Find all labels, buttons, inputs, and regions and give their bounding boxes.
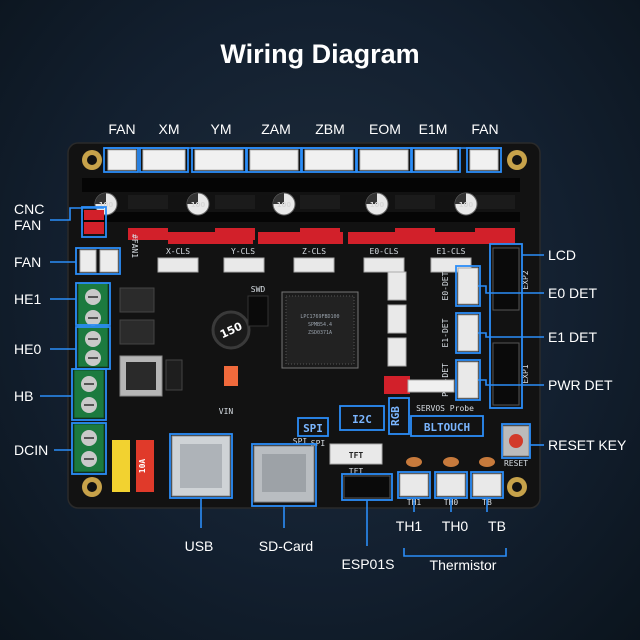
top-label-fan-2: FAN — [471, 121, 498, 137]
top-connectors — [107, 149, 499, 171]
top-label-eom: EOM — [369, 121, 401, 137]
capacitor-value: 100 — [99, 201, 114, 209]
exp1-silk: EXP1 — [521, 364, 530, 383]
left-fan-connectors: #FAN1 — [79, 234, 139, 273]
capacitor-value: 100 — [191, 201, 206, 209]
left-callouts: CNC FAN FAN HE1 HE0 HB DCIN — [14, 201, 121, 475]
top-label-ym: YM — [211, 121, 232, 137]
right-label-e1-det: E1 DET — [548, 329, 597, 345]
capacitor: 100 — [272, 192, 296, 216]
left-label-cnc: CNC — [14, 201, 44, 217]
mounting-holes — [82, 150, 527, 497]
right-label-reset-key: RESET KEY — [548, 437, 627, 453]
e0-det-silk: E0-DET — [441, 271, 450, 300]
left-label-cnc-fan: FAN — [14, 217, 41, 233]
top-label-e1m: E1M — [419, 121, 448, 137]
capacitor: 100 — [454, 192, 478, 216]
top-label-zbm: ZBM — [315, 121, 345, 137]
bottom-label-th0: TH0 — [442, 518, 469, 534]
left-label-he0: HE0 — [14, 341, 41, 357]
red-headers — [84, 210, 515, 244]
tft-small-silk: TFT — [349, 467, 364, 476]
driver-sockets — [82, 178, 520, 222]
swd-header: SWD — [247, 285, 269, 327]
left-label-hb: HB — [14, 388, 33, 404]
bottom-label-tb: TB — [488, 518, 506, 534]
bottom-label-esp01s: ESP01S — [342, 556, 395, 572]
capacitors: 100 100 100 100 100 — [94, 192, 478, 216]
top-callouts: FAN XM YM ZAM ZBM EOM E1M FAN — [103, 121, 502, 173]
i2c-label: I2C — [352, 413, 372, 426]
bottom-label-th1: TH1 — [396, 518, 423, 534]
swd-label: SWD — [251, 285, 266, 294]
misc-connectors — [224, 271, 455, 394]
sd-card-slot: SPI — [253, 437, 315, 503]
left-label-dcin: DCIN — [14, 442, 48, 458]
reset-button: RESET — [502, 425, 530, 468]
terminal-blocks — [73, 282, 109, 473]
inductor: 150 — [211, 310, 251, 350]
left-label-he1: HE1 — [14, 291, 41, 307]
spi-label: SPI — [303, 422, 323, 435]
exp2-silk: EXP2 — [521, 270, 530, 289]
fan1-silk: #FAN1 — [130, 234, 139, 258]
rgb-label: RGB — [389, 406, 402, 426]
bottom-label-sd-card: SD-Card — [259, 538, 313, 554]
interface-labels: SPI I2C RGB SERVOS Probe BLTOUCH TFT TFT… — [297, 397, 484, 476]
endstop-labels: X-CLS Y-CLS Z-CLS E0-CLS E1-CLS — [157, 247, 472, 273]
vin-silk: VIN — [219, 407, 234, 416]
det-connectors: E0-DET E1-DET PWR-DET — [441, 267, 479, 399]
capacitor: 100 — [365, 192, 389, 216]
bottom-label-usb: USB — [185, 538, 214, 554]
y-cls-label: Y-CLS — [231, 247, 255, 256]
e1-det-silk: E1-DET — [441, 318, 450, 347]
control-board: 100 100 100 100 100 — [67, 142, 541, 509]
top-label-xm: XM — [159, 121, 180, 137]
capacitor-value: 100 — [370, 201, 385, 209]
servos-probe-silk: SERVOS Probe — [416, 404, 474, 413]
right-label-lcd: LCD — [548, 247, 576, 263]
left-label-fan: FAN — [14, 254, 41, 270]
capacitor: 100 — [186, 192, 210, 216]
mcu-line-1: LPC1769FBD100 — [300, 314, 339, 320]
capacitor-value: 100 — [277, 201, 292, 209]
esp01s-header — [343, 475, 391, 499]
bottom-callouts: USB SD-Card ESP01S TH1 TH0 TB Thermistor — [169, 433, 507, 573]
z-cls-label: Z-CLS — [302, 247, 326, 256]
top-label-zam: ZAM — [261, 121, 291, 137]
right-callouts: LCD E0 DET E1 DET PWR DET RESET KEY — [455, 243, 627, 459]
usb-port — [171, 435, 231, 497]
reset-silk: RESET — [504, 459, 528, 468]
mcu-chip: LPC1769FBD100 SPMB54.4 ZSD0371A — [281, 291, 359, 369]
x-cls-label: X-CLS — [166, 247, 190, 256]
spi-sd-silk: SPI — [293, 437, 308, 446]
right-label-e0-det: E0 DET — [548, 285, 597, 301]
fuse-label: 10A — [138, 459, 147, 474]
e0-cls-label: E0-CLS — [370, 247, 399, 256]
fuses: 10A VIN — [112, 407, 233, 492]
mcu-line-3: ZSD0371A — [308, 330, 332, 336]
tft-label: TFT — [349, 451, 364, 460]
spi-small-silk: SPI — [311, 439, 326, 448]
mcu-line-2: SPMB54.4 — [308, 322, 332, 328]
power-components — [119, 287, 183, 397]
e1-cls-label: E1-CLS — [437, 247, 466, 256]
page-title: Wiring Diagram — [220, 39, 419, 69]
exp-headers: EXP2 EXP1 — [492, 247, 530, 406]
right-label-pwr-det: PWR DET — [548, 377, 613, 393]
top-label-fan-1: FAN — [108, 121, 135, 137]
capacitor-value: 100 — [459, 201, 474, 209]
bottom-label-thermistor: Thermistor — [430, 557, 497, 573]
bltouch-label: BLTOUCH — [424, 421, 470, 434]
